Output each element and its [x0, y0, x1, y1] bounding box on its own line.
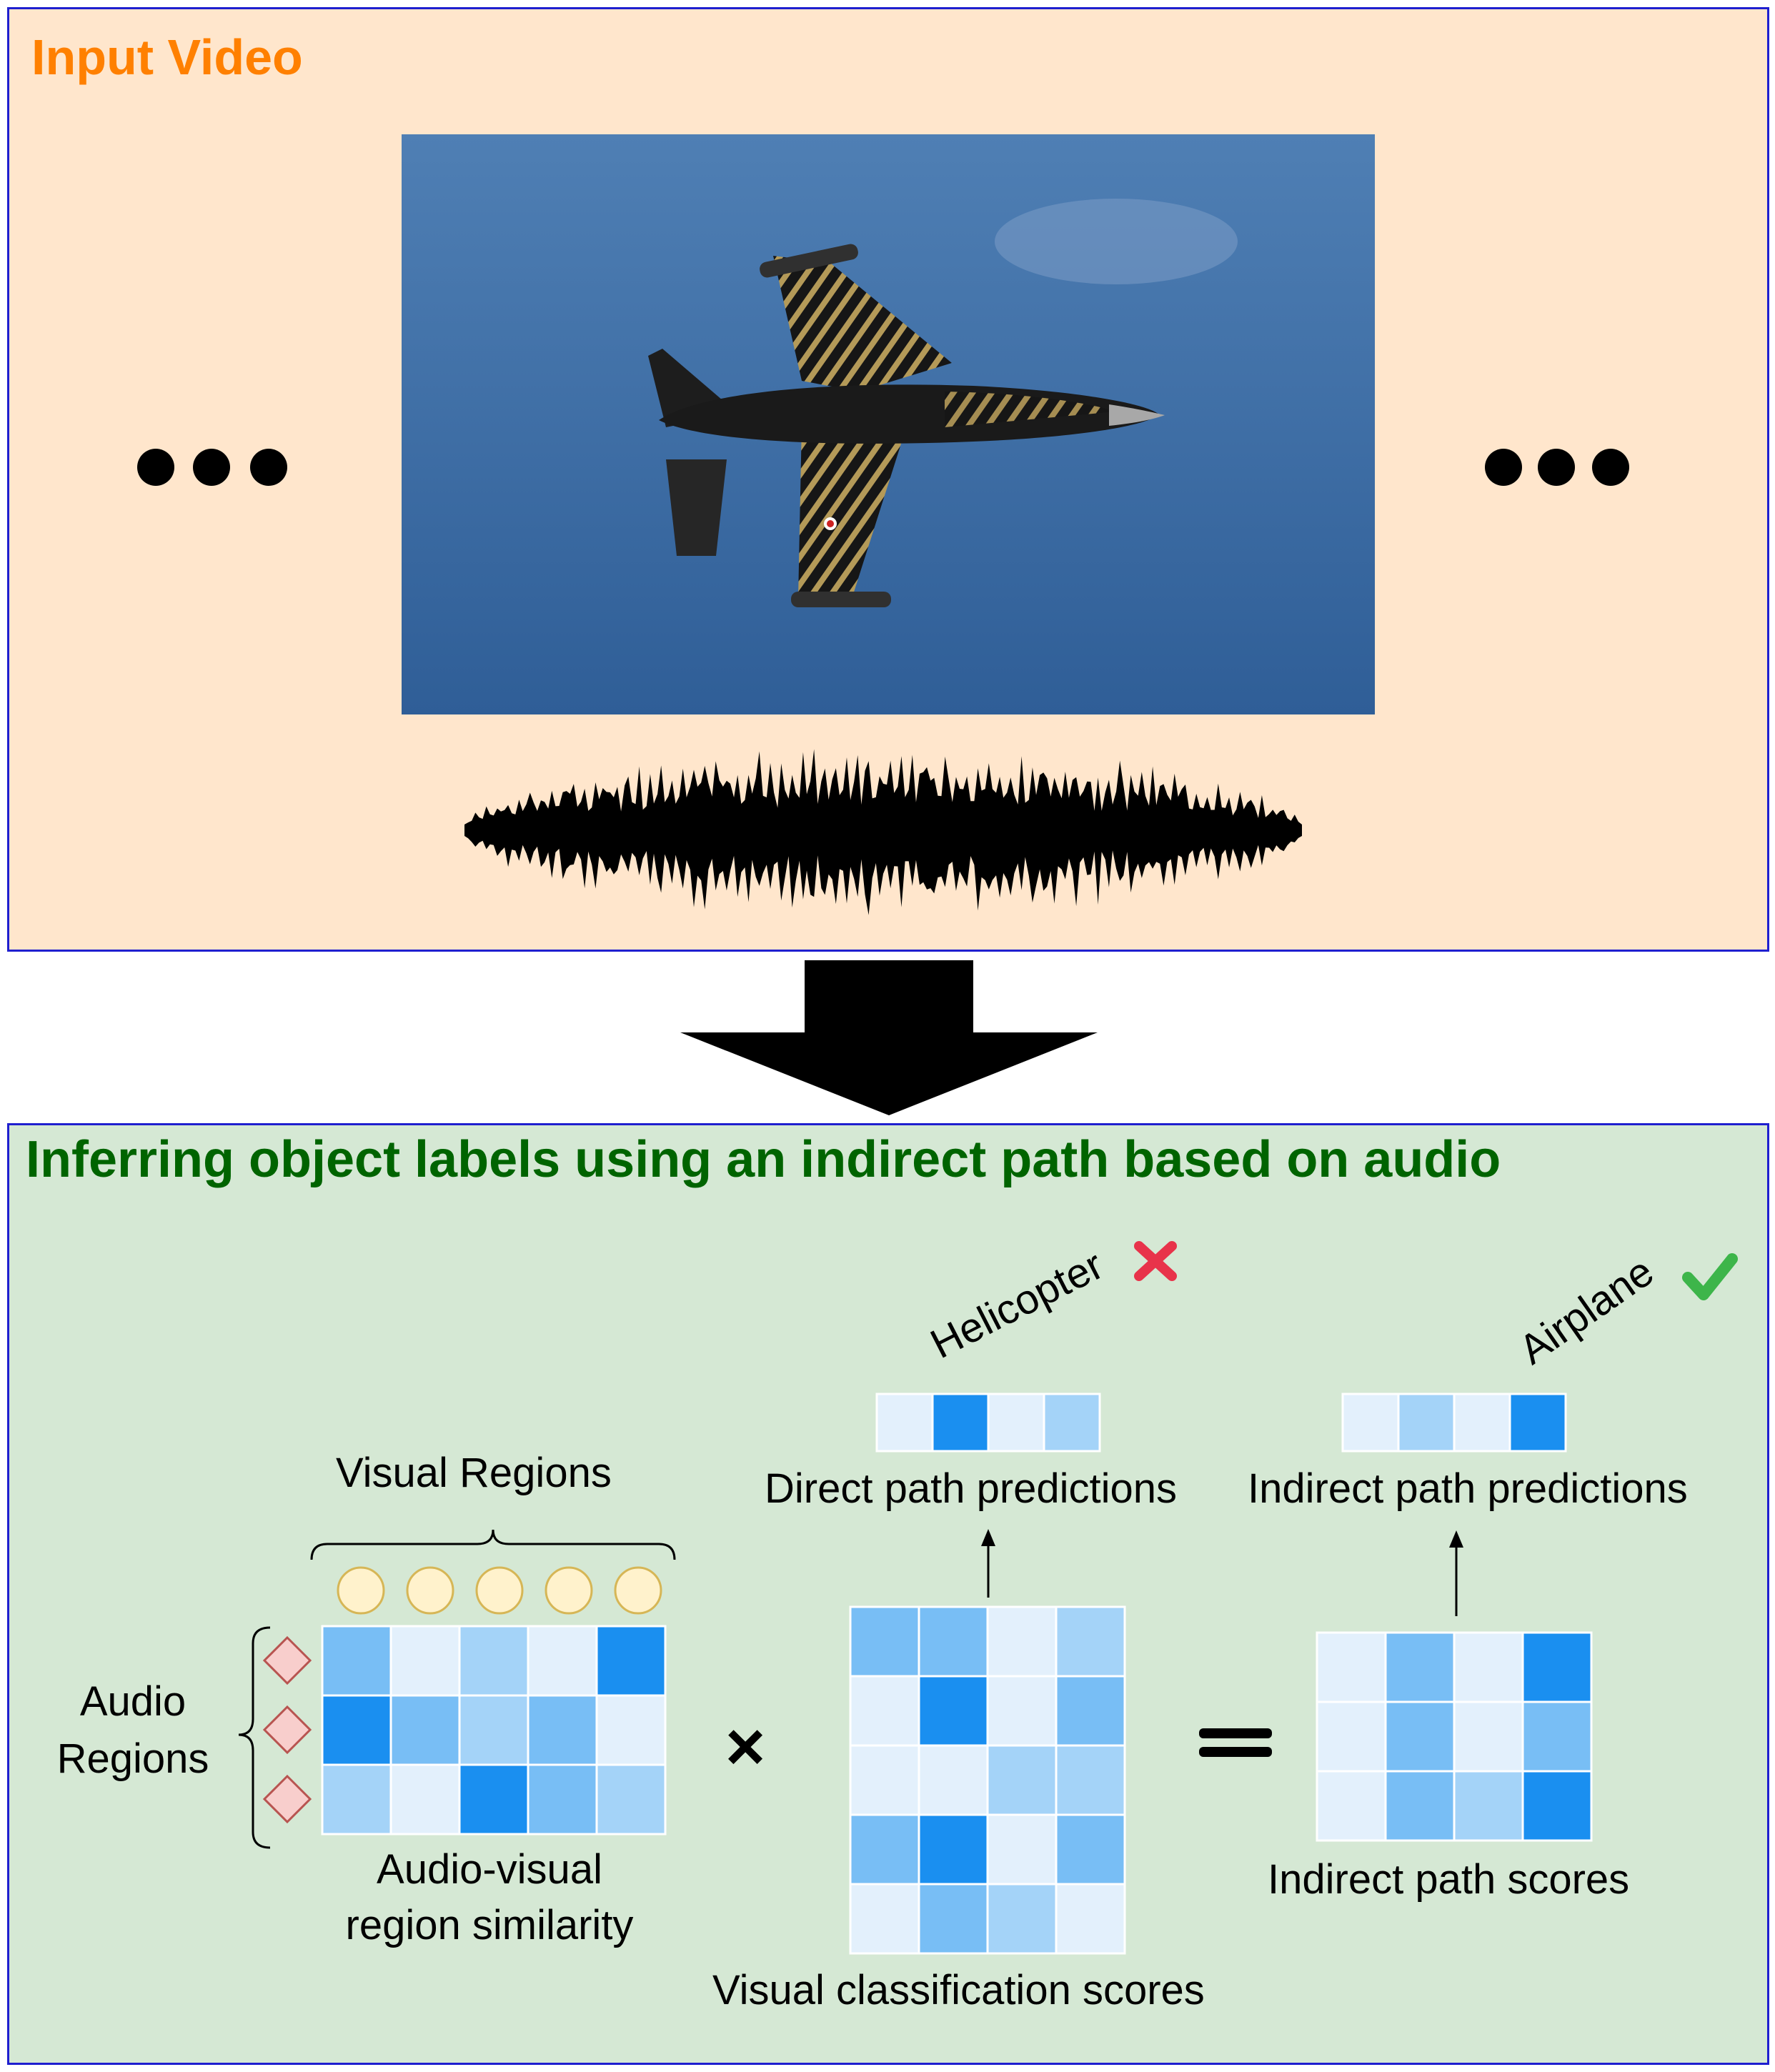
ellipsis-dot-right: [1592, 449, 1629, 486]
inference-panel-title: Inferring object labels using an indirec…: [26, 1131, 1501, 1188]
inference-panel: [7, 1123, 1769, 2065]
ellipsis-dot-right: [1538, 449, 1575, 486]
visual-scores-label: Visual classification scores: [712, 1967, 1205, 2013]
audio-regions-label: Audio Regions: [56, 1678, 209, 1782]
multiply-operator: ×: [725, 1708, 766, 1785]
input-video-title: Input Video: [31, 29, 303, 85]
indirect-predictions-label: Indirect path predictions: [1248, 1465, 1688, 1512]
av-similarity-label: Audio-visual region similarity: [345, 1846, 634, 1948]
video-frame-image: [402, 134, 1375, 714]
ellipsis-dot-left: [137, 449, 174, 486]
ellipsis-dot-right: [1485, 449, 1522, 486]
indirect-scores-label: Indirect path scores: [1268, 1856, 1630, 1903]
flow-arrow-down: [680, 960, 1098, 1115]
ellipsis-dot-left: [193, 449, 230, 486]
direct-predictions-label: Direct path predictions: [765, 1465, 1178, 1512]
ellipsis-dot-left: [250, 449, 287, 486]
visual-regions-label: Visual Regions: [336, 1450, 612, 1496]
